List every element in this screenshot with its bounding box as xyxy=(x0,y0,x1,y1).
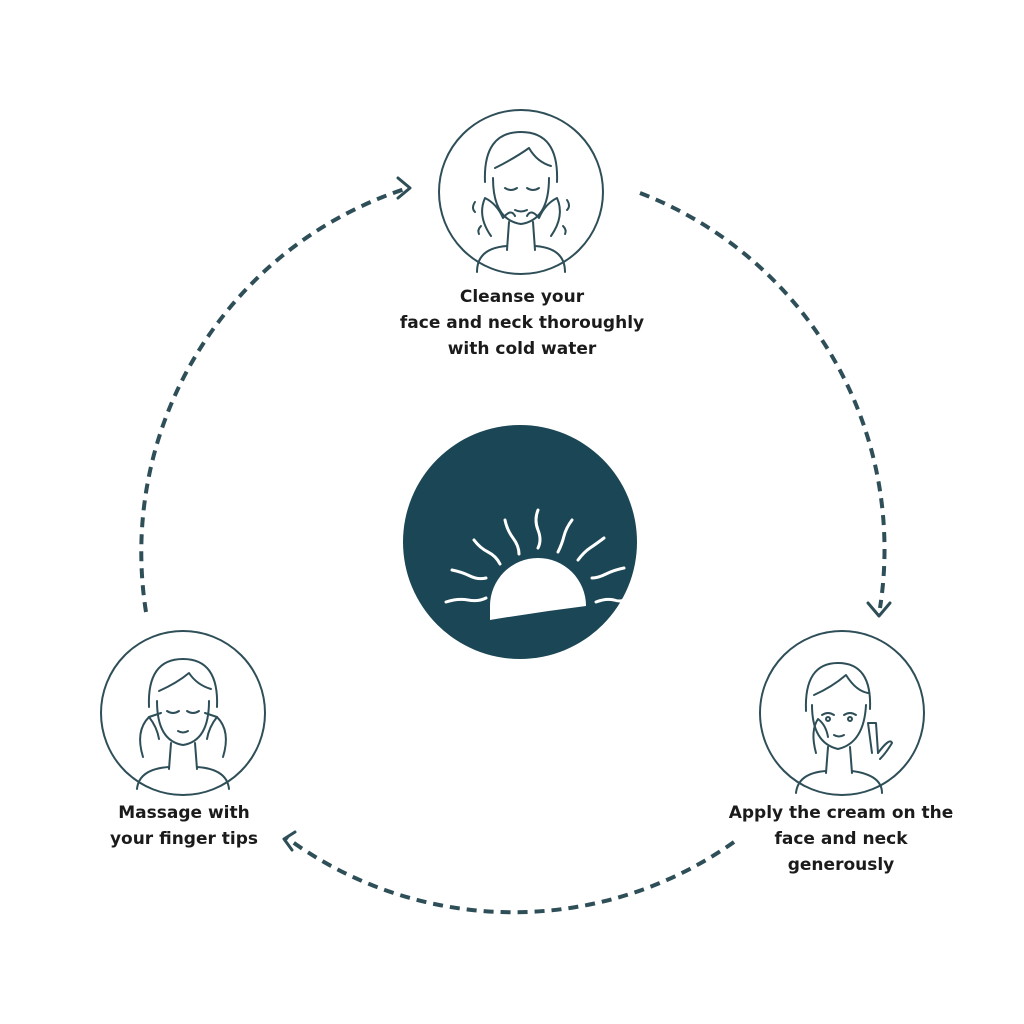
caption-line: Cleanse your xyxy=(459,287,585,307)
apply-cream-icon xyxy=(759,630,925,796)
caption-line: Apply the cream on the xyxy=(728,803,954,823)
caption-line: Massage with xyxy=(118,803,250,823)
face-washing-icon xyxy=(438,109,604,275)
sunrise-icon xyxy=(403,425,637,659)
massage-face-icon xyxy=(100,630,266,796)
caption-line: face and neck thoroughly xyxy=(399,313,645,333)
cycle-arrow-top-to-right xyxy=(639,191,887,609)
caption-line: generously xyxy=(787,855,895,875)
cycle-arrow-left-to-top xyxy=(139,186,409,613)
caption-line: face and neck xyxy=(774,829,908,849)
cycle-arrow-right-to-left xyxy=(285,836,736,915)
step-caption-cleanse: Cleanse your face and neck thoroughly wi… xyxy=(372,284,672,362)
arrowhead-right xyxy=(866,601,892,618)
arrowhead-top xyxy=(396,176,412,200)
caption-line: your finger tips xyxy=(109,829,259,849)
step-caption-apply-cream: Apply the cream on the face and neck gen… xyxy=(716,800,966,878)
step-caption-massage: Massage with your finger tips xyxy=(74,800,294,852)
arrowhead-left xyxy=(282,830,297,852)
caption-line: with cold water xyxy=(447,339,597,359)
